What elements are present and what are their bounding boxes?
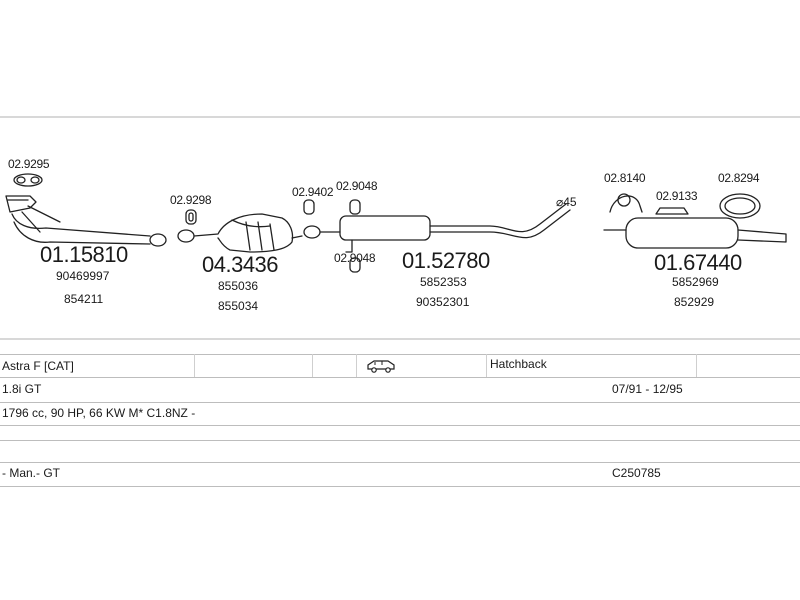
part-ref-number: 5852969 — [672, 275, 719, 289]
engine-cell: 1.8i GT — [2, 382, 42, 396]
rings-shape — [303, 199, 361, 273]
gasket-shape — [13, 173, 43, 187]
engine-spec-cell: 1796 cc, 90 HP, 66 KW M* C1.8NZ - — [2, 406, 196, 420]
part-ref-number: 90352301 — [416, 295, 470, 309]
part-code-label: 02.9133 — [656, 189, 698, 203]
part-code-label: 02.9298 — [170, 193, 212, 207]
rear-silencer-shape — [603, 217, 787, 249]
downpipe-shape — [5, 195, 167, 247]
column-separator — [696, 354, 697, 377]
transmission-cell: - Man.- GT — [2, 466, 61, 480]
table-row-border — [0, 462, 800, 463]
table-row-border — [0, 440, 800, 441]
part-ref-number: 854211 — [64, 292, 104, 306]
ring-shape — [719, 193, 761, 219]
part-ref-number: 90469997 — [56, 269, 110, 283]
part-code-label: 02.8140 — [604, 171, 646, 185]
catalyst-shape — [177, 213, 303, 253]
part-code-label: 02.9402 — [292, 185, 334, 199]
part-ref-number: 5852353 — [420, 275, 467, 289]
top-border — [0, 116, 800, 118]
part-code-label: 02.9048 — [334, 251, 376, 265]
part-main-number: 01.67440 — [654, 250, 742, 275]
part-code-label: 02.8294 — [718, 171, 760, 185]
part-main-number: 01.52780 — [402, 248, 490, 273]
clamp-2-shape — [655, 207, 689, 215]
clamp-shape — [185, 209, 197, 225]
column-separator — [356, 354, 357, 377]
part-code-label: 02.9295 — [8, 157, 50, 171]
column-separator — [486, 354, 487, 377]
part-main-number: 04.3436 — [202, 252, 279, 277]
catalog-code-cell: C250785 — [612, 466, 661, 480]
part-main-number: 01.15810 — [40, 242, 128, 267]
table-row-border — [0, 486, 800, 487]
production-dates-cell: 07/91 - 12/95 — [612, 382, 683, 396]
diagram-bottom-border — [0, 338, 800, 340]
middle-silencer-shape — [303, 203, 571, 253]
part-ref-number: 852929 — [674, 295, 715, 309]
part-ref-number: 855036 — [218, 279, 259, 293]
table-row-border — [0, 377, 800, 378]
table-row-border — [0, 425, 800, 426]
part-code-label: 02.9048 — [336, 179, 378, 193]
car-icon — [367, 360, 395, 373]
part-ref-number: 855034 — [218, 299, 259, 313]
column-separator — [312, 354, 313, 377]
pipe-diameter-label: ⌀45 — [556, 195, 577, 209]
table-row-border — [0, 402, 800, 403]
model-cell: Astra F [CAT] — [2, 359, 74, 373]
column-separator — [194, 354, 195, 377]
table-row-border — [0, 354, 800, 355]
body-type-cell: Hatchback — [490, 357, 547, 371]
hanger-shape — [609, 193, 643, 213]
